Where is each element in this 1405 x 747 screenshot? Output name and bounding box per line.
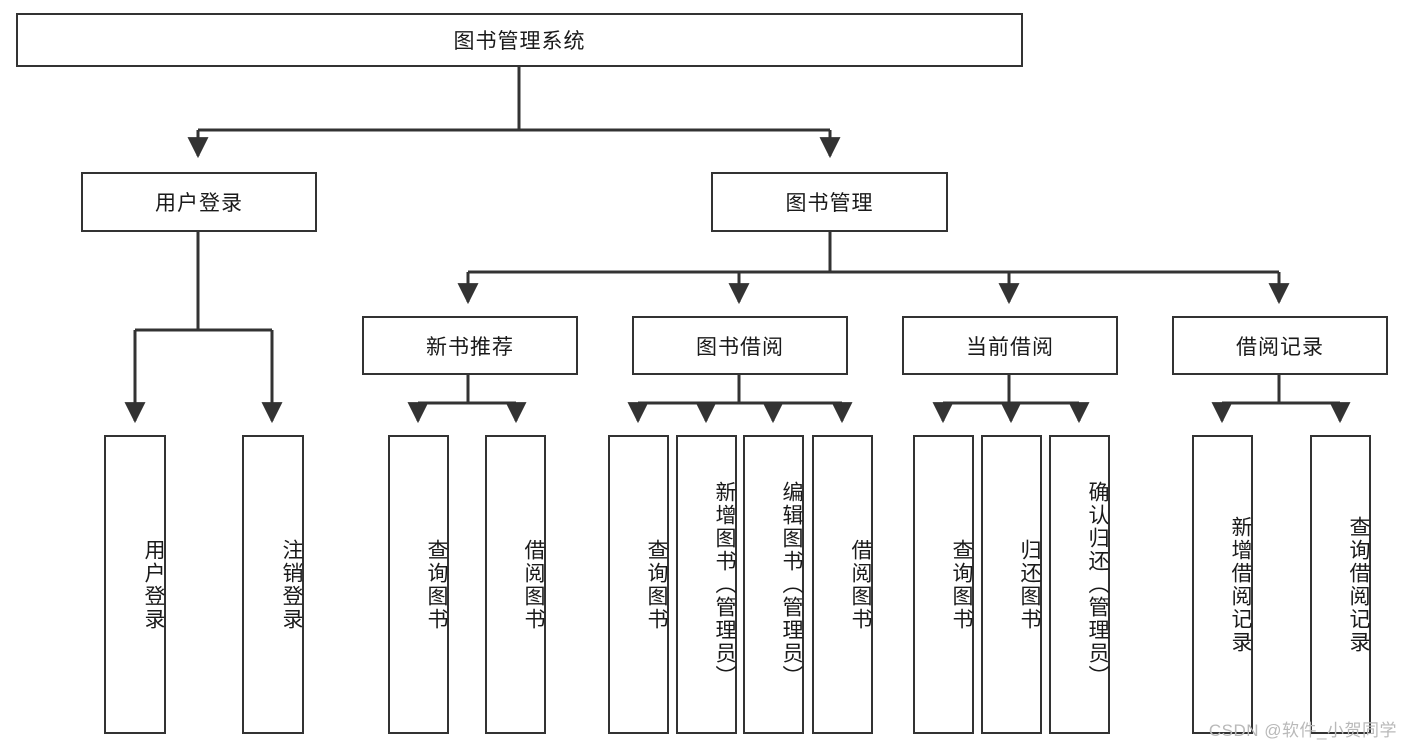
node-new-book-recommend[interactable]: 新书推荐	[362, 316, 578, 375]
node-leaf-return-book-label: 归还图书	[1018, 538, 1041, 631]
node-leaf-add-record[interactable]: 新增借阅记录	[1192, 435, 1253, 734]
node-borrow-record-label: 借阅记录	[1236, 335, 1324, 359]
node-leaf-query-book-2[interactable]: 查询图书	[608, 435, 669, 734]
node-leaf-user-logout-label: 注销登录	[280, 538, 303, 631]
node-leaf-query-book-3[interactable]: 查询图书	[913, 435, 974, 734]
node-current-borrow-label: 当前借阅	[966, 335, 1054, 359]
node-current-borrow[interactable]: 当前借阅	[902, 316, 1118, 375]
node-book-borrow-label: 图书借阅	[696, 335, 784, 359]
node-leaf-query-book-1[interactable]: 查询图书	[388, 435, 449, 734]
node-leaf-user-login-label: 用户登录	[142, 538, 165, 631]
node-leaf-borrow-book-1-label: 借阅图书	[522, 538, 545, 631]
node-leaf-add-book-label: 新增图书（管理员）	[713, 481, 736, 688]
node-root-label: 图书管理系统	[453, 30, 586, 53]
node-leaf-query-book-1-label: 查询图书	[425, 538, 448, 631]
csdn-watermark: CSDN @软件_小贺同学	[1208, 721, 1397, 740]
node-leaf-query-book-2-label: 查询图书	[645, 538, 668, 631]
node-leaf-query-book-3-label: 查询图书	[950, 538, 973, 631]
node-leaf-edit-book[interactable]: 编辑图书（管理员）	[743, 435, 804, 734]
node-leaf-edit-book-label: 编辑图书（管理员）	[780, 481, 803, 688]
node-leaf-user-logout[interactable]: 注销登录	[242, 435, 304, 734]
node-leaf-add-record-label: 新增借阅记录	[1229, 515, 1252, 654]
node-leaf-borrow-book-2-label: 借阅图书	[849, 538, 872, 631]
node-leaf-user-login[interactable]: 用户登录	[104, 435, 166, 734]
node-user-login[interactable]: 用户登录	[81, 172, 317, 232]
node-new-book-recommend-label: 新书推荐	[426, 335, 514, 359]
node-leaf-borrow-book-2[interactable]: 借阅图书	[812, 435, 873, 734]
node-leaf-query-record[interactable]: 查询借阅记录	[1310, 435, 1371, 734]
node-leaf-borrow-book-1[interactable]: 借阅图书	[485, 435, 546, 734]
node-leaf-query-record-label: 查询借阅记录	[1347, 515, 1370, 654]
node-leaf-return-book[interactable]: 归还图书	[981, 435, 1042, 734]
node-book-borrow[interactable]: 图书借阅	[632, 316, 848, 375]
node-book-manage-label: 图书管理	[785, 192, 874, 215]
node-root[interactable]: 图书管理系统	[16, 13, 1023, 67]
node-borrow-record[interactable]: 借阅记录	[1172, 316, 1388, 375]
node-book-manage[interactable]: 图书管理	[711, 172, 948, 232]
node-leaf-confirm-return[interactable]: 确认归还（管理员）	[1049, 435, 1110, 734]
node-user-login-label: 用户登录	[155, 192, 243, 215]
node-leaf-confirm-return-label: 确认归还（管理员）	[1086, 481, 1109, 688]
node-leaf-add-book[interactable]: 新增图书（管理员）	[676, 435, 737, 734]
